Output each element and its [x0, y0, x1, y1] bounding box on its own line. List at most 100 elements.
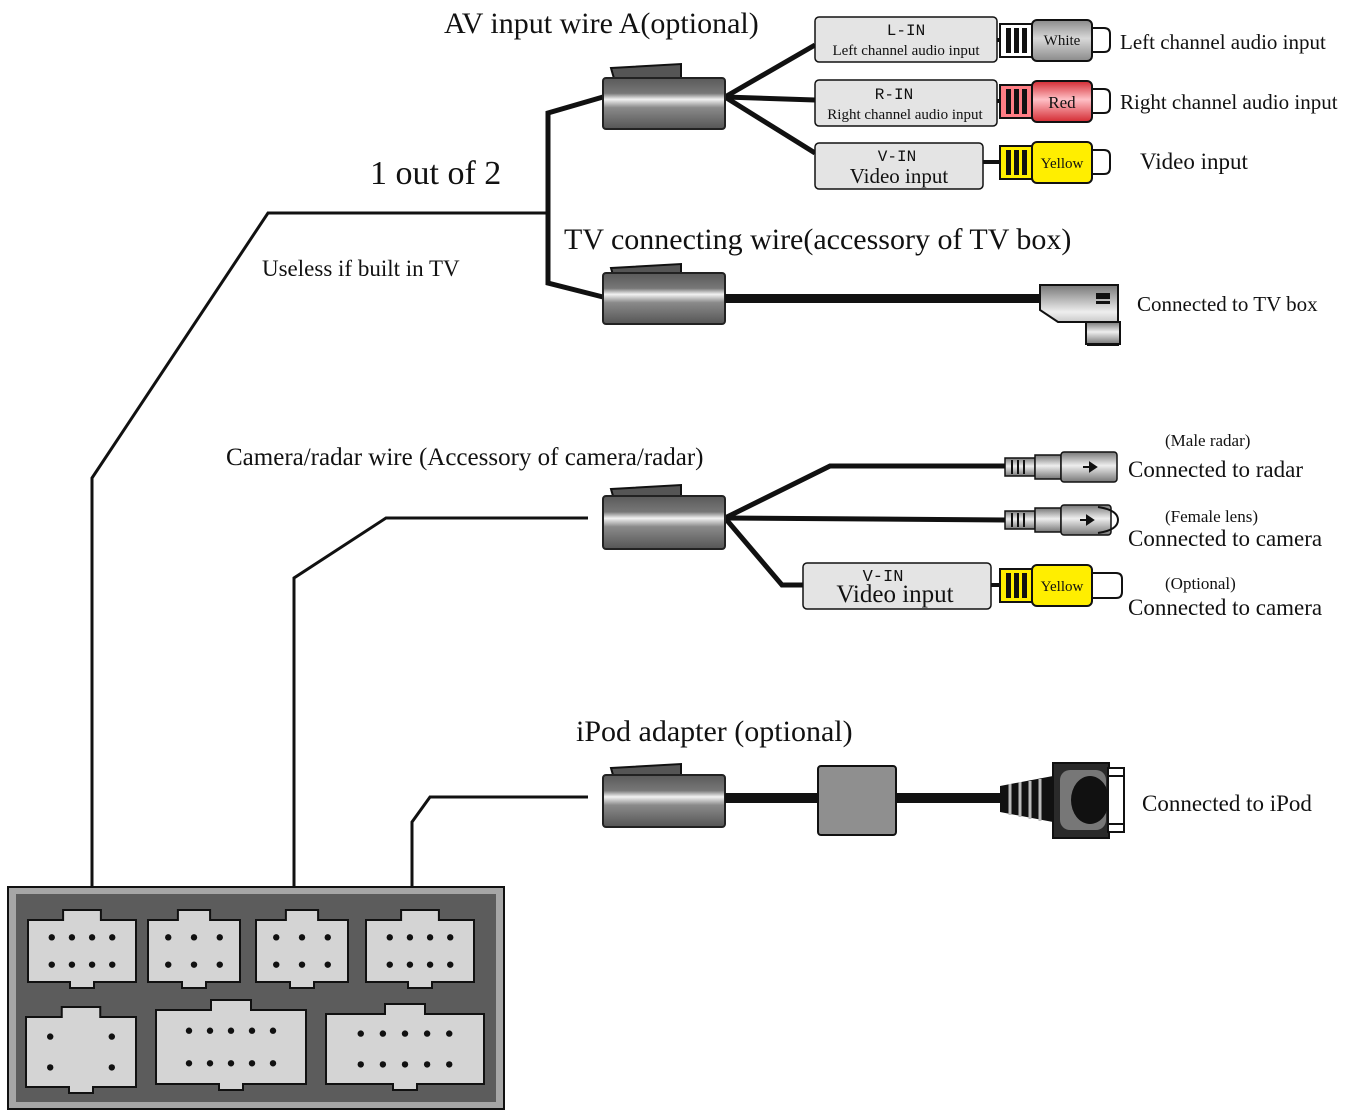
camera-wire-cables	[723, 463, 1006, 588]
tv-wire-plug	[602, 262, 726, 325]
wire-ipod-route	[410, 795, 588, 905]
branch-splitter	[545, 94, 604, 300]
socket-pin	[109, 934, 116, 941]
ipod-plug	[602, 762, 726, 828]
av-r-in-label: Right channel audio input	[1120, 90, 1338, 114]
camera-wire-plug	[602, 483, 726, 550]
socket-pin	[423, 1030, 431, 1037]
socket-pin	[406, 934, 414, 941]
av-wire-cables	[723, 42, 817, 156]
socket-6	[155, 999, 307, 1091]
av-l-in-desc: Left channel audio input	[832, 43, 980, 59]
socket-pin	[88, 961, 96, 968]
choice-label: 1 out of 2	[370, 155, 501, 192]
av-wire-title: AV input wire A(optional)	[444, 7, 759, 40]
socket-pin	[165, 961, 172, 968]
av-v-in-desc: Video input	[850, 164, 949, 188]
socket-pin	[298, 961, 306, 968]
ipod-label: Connected to iPod	[1142, 791, 1312, 816]
socket-pin	[269, 1027, 277, 1034]
yellow-rca-plug: Yellow	[999, 141, 1111, 184]
lens-label: Connected to camera	[1128, 526, 1322, 551]
av-v-in-label: Video input	[1140, 149, 1248, 174]
socket-pin	[426, 961, 434, 968]
socket-pin	[446, 1030, 453, 1037]
socket-pin	[273, 961, 280, 968]
tv-box-plug	[1039, 284, 1121, 346]
socket-pin	[386, 934, 393, 941]
socket-pin	[423, 1061, 431, 1068]
tv-box-label: Connected to TV box	[1137, 292, 1318, 316]
camera-v-in-desc: Video input	[836, 581, 953, 608]
socket-pin	[185, 1060, 193, 1067]
optional-note: (Optional)	[1165, 574, 1236, 593]
camera-lens-connector	[1004, 504, 1120, 536]
socket-2	[147, 909, 241, 989]
wire-camera-route	[292, 516, 588, 905]
socket-pin	[324, 961, 331, 968]
red-plug-label: Red	[1048, 93, 1076, 112]
socket-1	[27, 909, 137, 989]
socket-pin	[48, 961, 55, 968]
socket-pin	[165, 934, 172, 941]
socket-pin	[401, 1030, 409, 1037]
socket-pin	[206, 1060, 214, 1067]
av-r-in-desc: Right channel audio input	[827, 107, 983, 123]
lens-note: (Female lens)	[1165, 507, 1258, 526]
av-v-in-box: V-IN Video input	[814, 142, 984, 190]
socket-pin	[206, 1027, 214, 1034]
socket-5	[25, 1006, 137, 1094]
socket-pin	[185, 1027, 193, 1034]
socket-pin	[386, 961, 393, 968]
socket-pin	[227, 1027, 235, 1034]
ipod-adapter-box	[817, 765, 897, 836]
tv-wire-note: Useless if built in TV	[262, 256, 460, 281]
tv-wire-cable	[725, 294, 1040, 303]
radar-connector	[1004, 451, 1118, 483]
socket-pin	[190, 961, 198, 968]
ipod-cable-b	[896, 793, 1001, 803]
socket-pin	[446, 1061, 453, 1068]
socket-pin	[109, 961, 116, 968]
ipod-title: iPod adapter (optional)	[576, 715, 853, 748]
radar-label: Connected to radar	[1128, 457, 1303, 482]
socket-pin	[379, 1030, 387, 1037]
white-rca-plug: White	[999, 19, 1111, 62]
av-r-in-code: R-IN	[875, 86, 913, 104]
socket-pin	[108, 1064, 116, 1071]
socket-pin	[227, 1060, 235, 1067]
av-l-in-code: L-IN	[887, 22, 925, 40]
socket-pin	[447, 961, 454, 968]
socket-pin	[357, 1030, 364, 1037]
socket-pin	[216, 961, 223, 968]
optional-camera-label: Connected to camera	[1128, 595, 1322, 620]
camera-yellow-plug-label: Yellow	[1041, 579, 1084, 595]
socket-pin	[248, 1060, 256, 1067]
white-plug-label: White	[1044, 33, 1081, 49]
ipod-connector	[1000, 762, 1125, 839]
connector-sockets	[25, 909, 485, 1094]
socket-pin	[406, 961, 414, 968]
av-v-in-code: V-IN	[878, 148, 916, 166]
socket-pin	[269, 1060, 277, 1067]
socket-pin	[248, 1027, 256, 1034]
socket-pin	[426, 934, 434, 941]
socket-pin	[298, 934, 306, 941]
socket-4	[365, 909, 475, 989]
socket-pin	[48, 934, 55, 941]
camera-v-in-box: V-IN Video input	[802, 562, 992, 610]
socket-pin	[88, 934, 96, 941]
camera-wire-title: Camera/radar wire (Accessory of camera/r…	[226, 444, 704, 471]
tv-wire-title: TV connecting wire(accessory of TV box)	[564, 223, 1071, 256]
socket-pin	[47, 1064, 54, 1071]
red-rca-plug: Red	[999, 80, 1111, 123]
camera-v-in-code: V-IN	[863, 568, 904, 587]
av-l-in-box: L-IN Left channel audio input	[814, 16, 998, 63]
socket-pin	[190, 934, 198, 941]
socket-pin	[447, 934, 454, 941]
socket-3	[255, 909, 349, 989]
av-wire-plug	[602, 62, 726, 130]
socket-pin	[47, 1033, 54, 1040]
socket-7	[325, 1003, 485, 1091]
